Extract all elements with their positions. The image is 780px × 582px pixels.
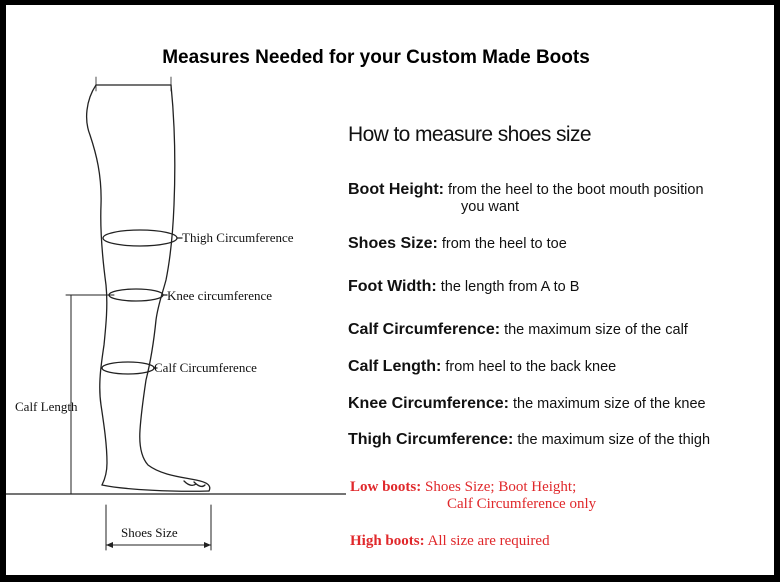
definition-calf-length: Calf Length: from heel to the back knee: [348, 358, 617, 375]
high-boots-text: All size are required: [427, 533, 550, 549]
definition-knee-circumference: Knee Circumference: the maximum size of …: [348, 395, 706, 412]
definition-desc: from heel to the back knee: [445, 359, 617, 375]
definition-desc: the length from A to B: [440, 279, 580, 295]
knee-circumference-ring: [108, 288, 164, 302]
definition-term: Calf Circumference: [348, 321, 495, 338]
definition-desc: the maximum size of the thigh: [517, 432, 711, 448]
page-title: Measures Needed for your Custom Made Boo…: [162, 47, 590, 68]
definition-term: Knee Circumference: [348, 395, 504, 412]
low-boots-text-cont: Calf Circumference only: [447, 496, 597, 512]
definition-term: Foot Width: [348, 278, 432, 295]
low-boots-label: Low boots: [350, 479, 417, 495]
leg-measurement-figure: Thigh Circumference Knee circumference C…: [6, 76, 346, 551]
thigh-circumference-ring: [102, 229, 178, 247]
diagram-panel: Measures Needed for your Custom Made Boo…: [6, 5, 774, 575]
thigh-circumference-label: Thigh Circumference: [182, 230, 294, 245]
definition-term: Thigh Circumference: [348, 431, 509, 448]
high-boots-note: High boots: All size are required: [350, 533, 550, 549]
definition-desc: from the heel to toe: [441, 236, 567, 252]
definition-desc-cont: you want: [461, 199, 520, 215]
knee-circumference-label: Knee circumference: [167, 288, 272, 303]
howto-heading: How to measure shoes size: [348, 123, 592, 146]
definition-boot-height: Boot Height: from the heel to the boot m…: [348, 181, 704, 215]
definition-desc: the maximum size of the calf: [504, 322, 688, 338]
calf-circumference-label: Calf Circumference: [154, 360, 257, 375]
definition-desc: the maximum size of the knee: [512, 396, 706, 412]
calf-length-label: Calf Length: [15, 399, 78, 414]
definition-calf-circumference: Calf Circumference: the maximum size of …: [348, 321, 688, 338]
definition-term: Shoes Size: [348, 235, 433, 252]
shoes-size-label: Shoes Size: [121, 525, 178, 540]
high-boots-label: High boots: [350, 533, 420, 549]
definition-term: Boot Height: [348, 181, 439, 198]
definition-thigh-circumference: Thigh Circumference: the maximum size of…: [348, 431, 711, 448]
definition-foot-width: Foot Width: the length from A to B: [348, 278, 580, 295]
definition-desc: from the heel to the boot mouth position: [448, 182, 704, 198]
definition-shoes-size: Shoes Size: from the heel to toe: [348, 235, 567, 252]
low-boots-note: Low boots: Shoes Size; Boot Height; Calf…: [350, 479, 597, 512]
low-boots-text: Shoes Size; Boot Height;: [425, 479, 577, 495]
foot-sole: [101, 484, 210, 492]
leg-back-outline: [85, 84, 108, 486]
calf-circumference-ring: [101, 361, 155, 375]
definition-term: Calf Length: [348, 358, 436, 375]
